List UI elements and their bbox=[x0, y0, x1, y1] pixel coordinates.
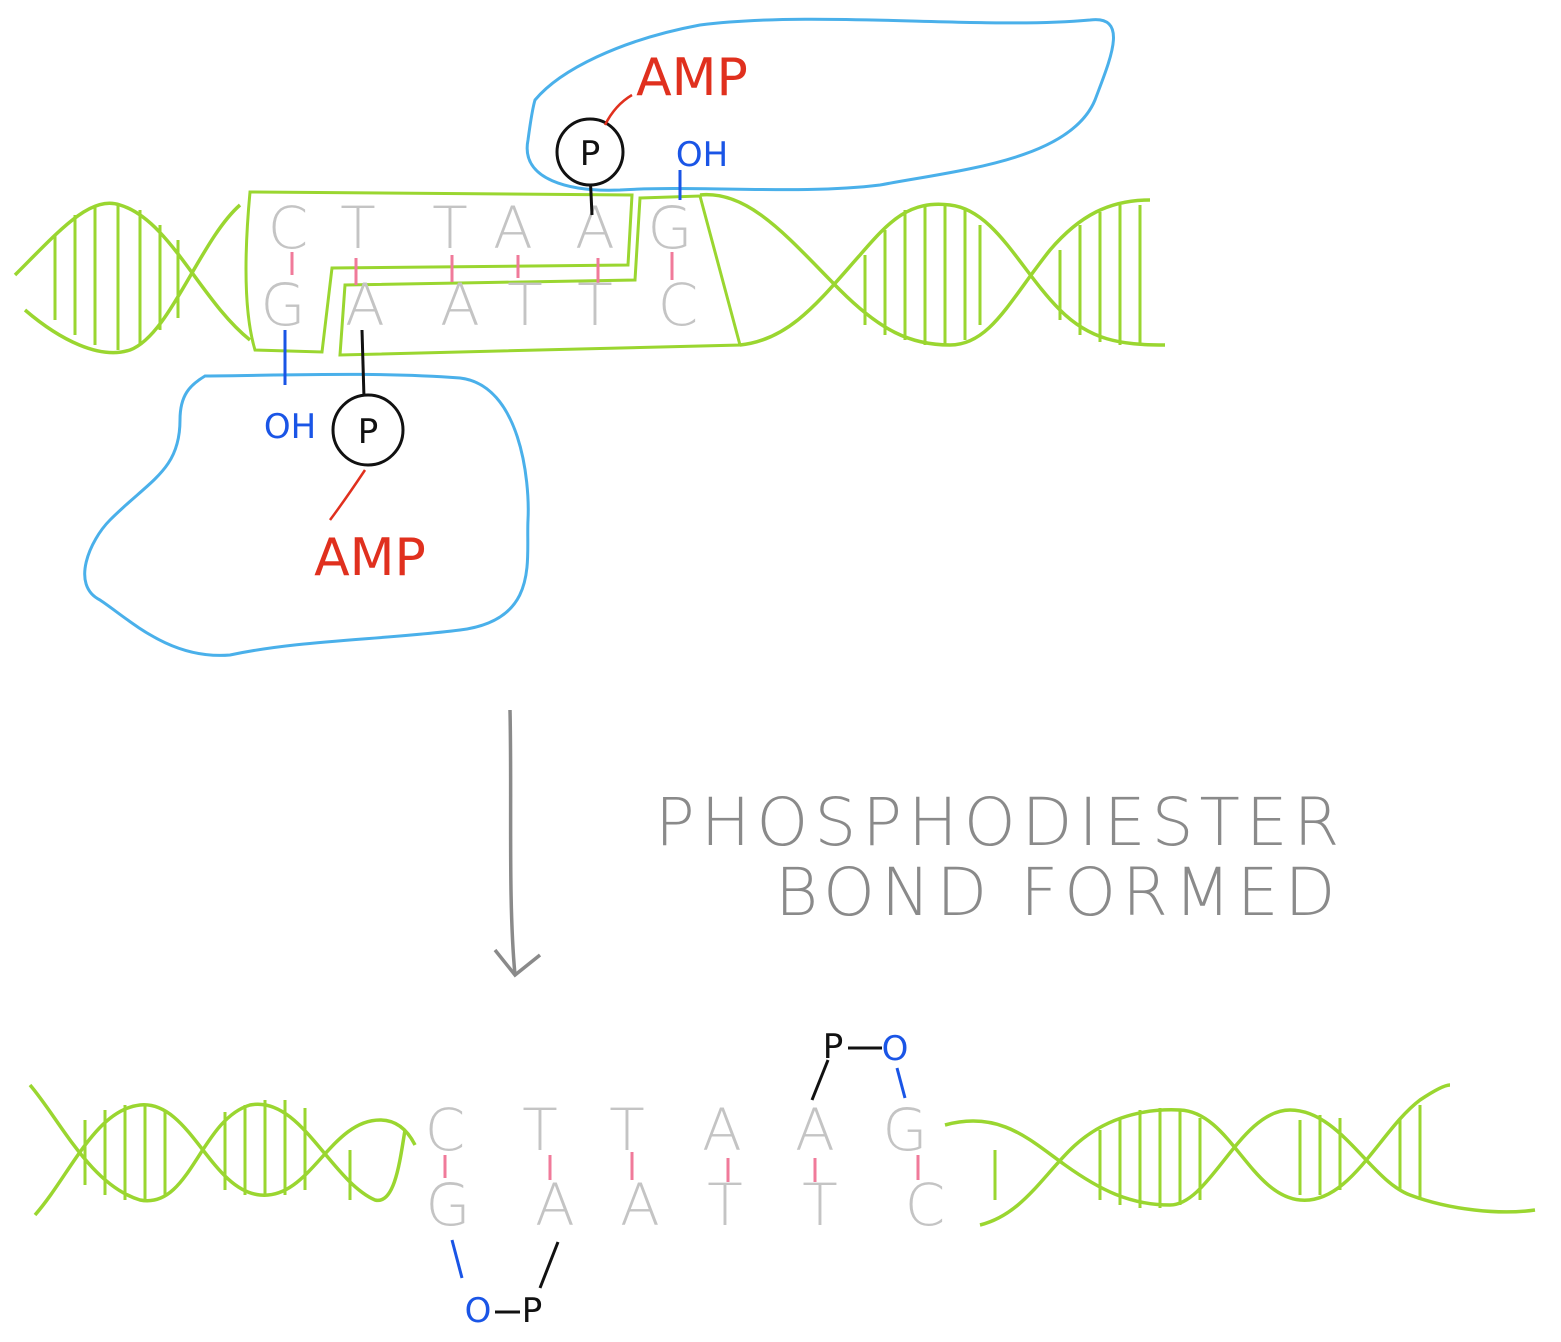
reaction-arrow bbox=[493, 709, 542, 978]
top-upper-base: G bbox=[648, 194, 693, 262]
bottom-upper-phosphodiester: P O bbox=[810, 1027, 909, 1101]
oxygen-atom: O bbox=[882, 1029, 909, 1069]
bottom-upper-base: C bbox=[425, 1096, 466, 1164]
amp-label: AMP bbox=[314, 528, 426, 588]
phosphate-label: P bbox=[580, 134, 601, 174]
bottom-lower-strand: G A A T T C bbox=[426, 1171, 946, 1239]
bottom-upper-base: A bbox=[795, 1096, 835, 1164]
label-line-1: PHOSPHODIESTER bbox=[655, 784, 1345, 861]
top-upper-base: C bbox=[268, 194, 309, 262]
bottom-lower-base: G bbox=[426, 1171, 471, 1239]
top-upper-strand: C T T A A G bbox=[268, 194, 693, 262]
bottom-lower-base: T bbox=[802, 1171, 837, 1239]
top-diagram: C T T A A G G A A T T C bbox=[13, 17, 1166, 657]
top-lower-base: A bbox=[345, 271, 385, 339]
bottom-upper-base: A bbox=[702, 1096, 742, 1164]
phosphorus-atom: P bbox=[823, 1027, 844, 1067]
bottom-lower-base: A bbox=[620, 1171, 660, 1239]
top-left-helix bbox=[13, 201, 252, 355]
bottom-lower-base: A bbox=[535, 1171, 575, 1239]
top-lower-strand: G A A T T C bbox=[261, 271, 699, 339]
reaction-label: PHOSPHODIESTER BOND FORMED bbox=[655, 784, 1345, 931]
bottom-left-helix bbox=[28, 1083, 417, 1217]
hydroxyl-label: OH bbox=[264, 407, 316, 447]
top-upper-hydroxyl: OH bbox=[676, 135, 728, 200]
top-fragment-outline-upper bbox=[244, 190, 634, 354]
top-lower-hydroxyl: OH bbox=[264, 330, 316, 447]
oxygen-atom: O bbox=[465, 1291, 492, 1331]
top-lower-base: T bbox=[507, 271, 542, 339]
top-lower-base: C bbox=[658, 271, 699, 339]
bottom-right-helix bbox=[944, 1083, 1536, 1227]
top-upper-base: A bbox=[493, 194, 533, 262]
bottom-upper-base: T bbox=[609, 1096, 644, 1164]
bottom-lower-base: C bbox=[905, 1171, 946, 1239]
hydroxyl-label: OH bbox=[676, 135, 728, 175]
top-lower-base: T bbox=[577, 271, 612, 339]
bottom-upper-strand: C T T A A G bbox=[425, 1096, 928, 1164]
top-fragment-outline-lower bbox=[338, 194, 742, 357]
label-line-2: BOND FORMED bbox=[775, 854, 1341, 931]
phosphate-label: P bbox=[358, 412, 379, 452]
bottom-lower-base: T bbox=[707, 1171, 742, 1239]
top-lower-base: A bbox=[440, 271, 480, 339]
phosphate-circle-icon bbox=[331, 393, 405, 467]
top-lower-base: G bbox=[261, 271, 306, 339]
top-lower-enzyme bbox=[83, 372, 530, 657]
phosphorus-atom: P bbox=[522, 1291, 543, 1331]
top-upper-base: T bbox=[340, 194, 375, 262]
bottom-upper-base: G bbox=[883, 1096, 928, 1164]
bottom-upper-base: T bbox=[522, 1096, 557, 1164]
top-lower-phosphate: P AMP bbox=[314, 329, 426, 588]
top-upper-phosphate: P AMP bbox=[555, 48, 748, 216]
top-hbonds bbox=[290, 252, 674, 285]
bottom-diagram: C T T A A G G A A T T C P bbox=[28, 1027, 1536, 1331]
top-right-helix bbox=[699, 193, 1166, 347]
top-upper-base: A bbox=[575, 194, 615, 262]
bottom-lower-phosphodiester: O P bbox=[450, 1239, 560, 1331]
top-upper-enzyme bbox=[525, 17, 1115, 192]
bottom-hbonds bbox=[443, 1152, 920, 1182]
phosphate-circle-icon bbox=[555, 117, 625, 187]
amp-label: AMP bbox=[636, 48, 748, 108]
top-upper-base: T bbox=[432, 194, 467, 262]
